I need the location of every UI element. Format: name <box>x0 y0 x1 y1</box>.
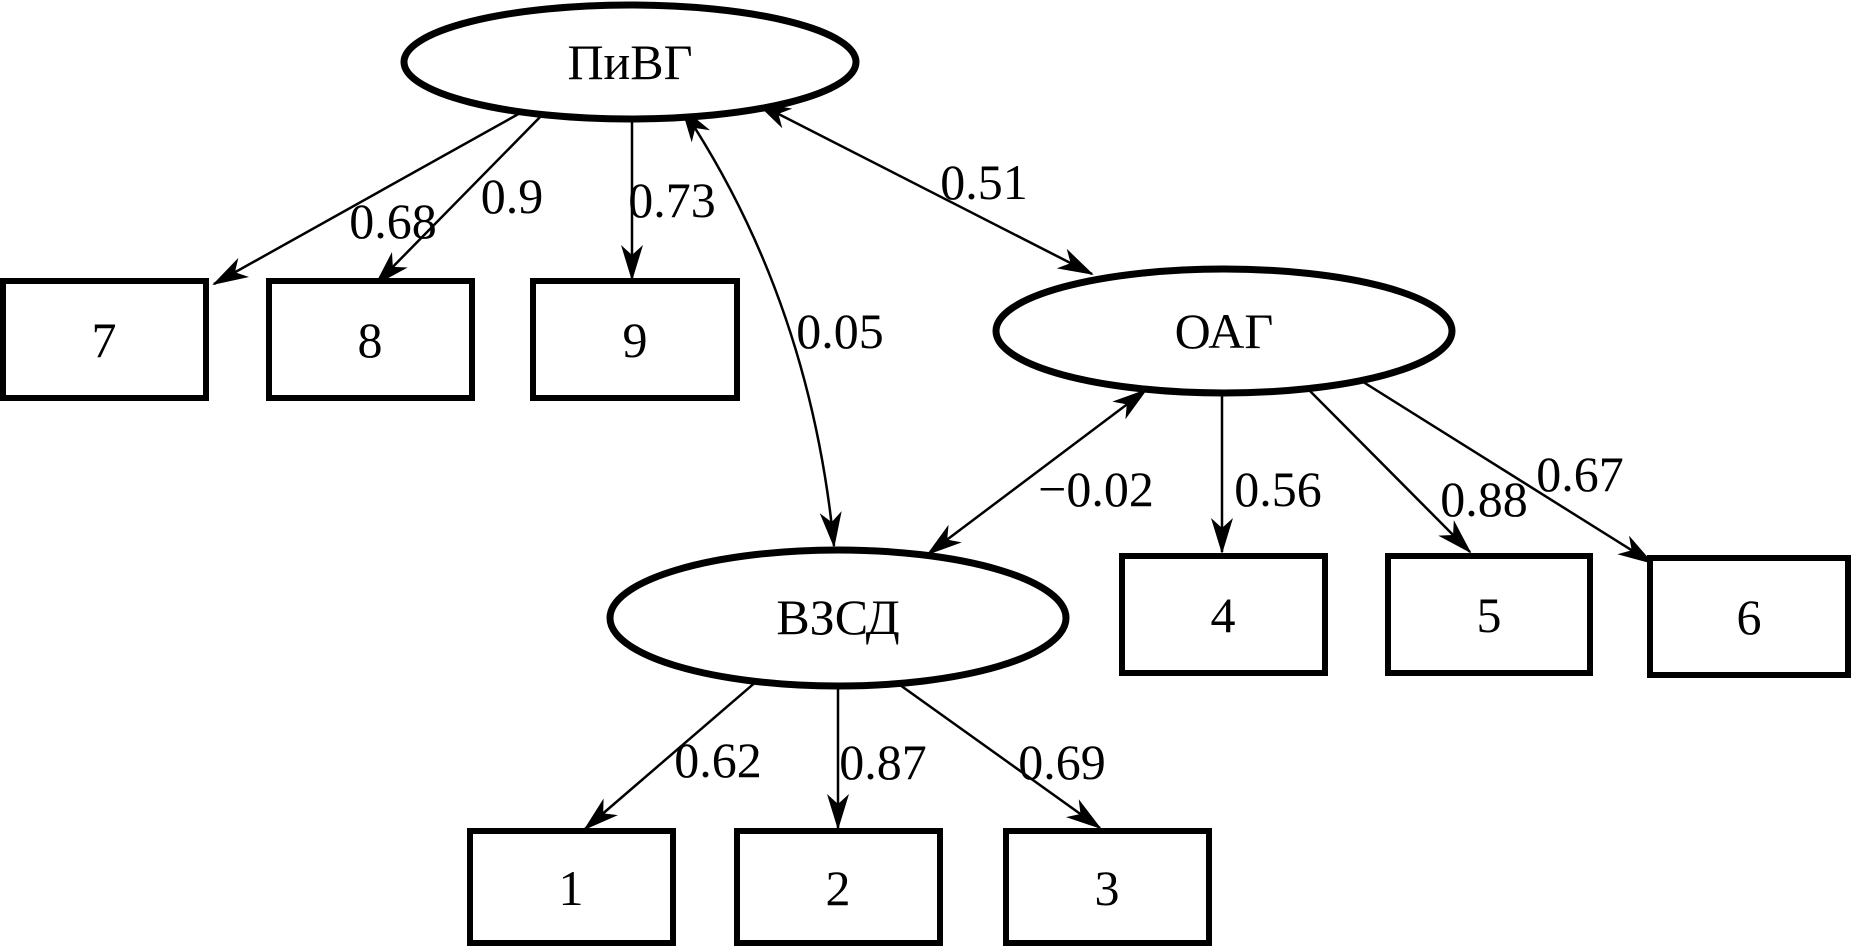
observed-label-5: 5 <box>1477 587 1502 643</box>
observed-node-7: 7 <box>0 278 209 401</box>
path-oag-to-box5 <box>1304 385 1472 554</box>
observed-node-1: 1 <box>467 828 676 946</box>
coef-pivg-oag: 0.51 <box>940 154 1028 210</box>
coef-oag-box5: 0.88 <box>1440 471 1528 527</box>
latent-node-oag: ОАГ <box>992 265 1456 397</box>
observed-box-8 <box>266 278 475 401</box>
observed-label-7: 7 <box>92 312 117 368</box>
path-vzsd-to-box1 <box>583 673 766 831</box>
observed-label-6: 6 <box>1737 589 1762 645</box>
latent-ellipse-oag <box>992 265 1456 397</box>
coef-pivg-box8: 0.9 <box>481 168 544 224</box>
coef-oag-box4: 0.56 <box>1234 461 1322 517</box>
observed-box-5 <box>1385 553 1593 676</box>
coef-oag-box6: 0.67 <box>1536 446 1624 502</box>
observed-box-3 <box>1003 828 1212 946</box>
edge-group <box>212 101 1654 831</box>
path-pivg-to-box7 <box>212 110 523 286</box>
observed-node-2: 2 <box>734 828 943 946</box>
coef-pivg-vzsd: 0.05 <box>796 303 884 359</box>
coef-vzsd-box3: 0.69 <box>1018 734 1106 790</box>
observed-label-2: 2 <box>826 860 851 916</box>
observed-label-3: 3 <box>1095 860 1120 916</box>
observed-box-6 <box>1647 555 1851 678</box>
observed-box-2 <box>734 828 943 946</box>
path-pivg-vzsd-covariance <box>680 106 842 548</box>
observed-box-1 <box>467 828 676 946</box>
coef-oag-vzsd: −0.02 <box>1038 461 1154 517</box>
coef-vzsd-box2: 0.87 <box>839 734 927 790</box>
coef-pivg-box9: 0.73 <box>628 172 716 228</box>
observed-node-8: 8 <box>266 278 475 401</box>
path-oag-to-box6 <box>1359 378 1654 565</box>
latent-label-oag: ОАГ <box>1175 303 1274 359</box>
latent-ellipse-vzsd <box>606 546 1070 690</box>
observed-box-7 <box>0 278 209 401</box>
observed-label-1: 1 <box>559 860 584 916</box>
observed-node-3: 3 <box>1003 828 1212 946</box>
coef-pivg-box7: 0.68 <box>349 193 437 249</box>
observed-label-9: 9 <box>623 312 648 368</box>
latent-node-pivg: ПиВГ <box>400 1 860 123</box>
latent-ellipse-pivg <box>400 1 860 123</box>
observed-box-9 <box>530 278 740 401</box>
observed-label-4: 4 <box>1211 587 1236 643</box>
latent-label-vzsd: ВЗСД <box>776 589 899 645</box>
observed-box-4 <box>1119 553 1328 676</box>
observed-node-9: 9 <box>530 278 740 401</box>
latent-node-vzsd: ВЗСД <box>606 546 1070 690</box>
observed-node-6: 6 <box>1647 555 1851 678</box>
observed-node-5: 5 <box>1385 553 1593 676</box>
path-vzsd-to-box3 <box>892 678 1102 830</box>
path-oag-vzsd-covariance <box>926 388 1148 556</box>
coef-vzsd-box1: 0.62 <box>674 732 762 788</box>
observed-node-4: 4 <box>1119 553 1328 676</box>
path-pivg-oag-covariance <box>755 101 1094 276</box>
observed-label-8: 8 <box>358 312 383 368</box>
latent-label-pivg: ПиВГ <box>567 34 692 90</box>
edge-label-group: 0.68 0.9 0.73 0.51 0.05 −0.02 0.56 0.88 … <box>349 154 1624 790</box>
path-pivg-to-box8 <box>374 111 546 286</box>
